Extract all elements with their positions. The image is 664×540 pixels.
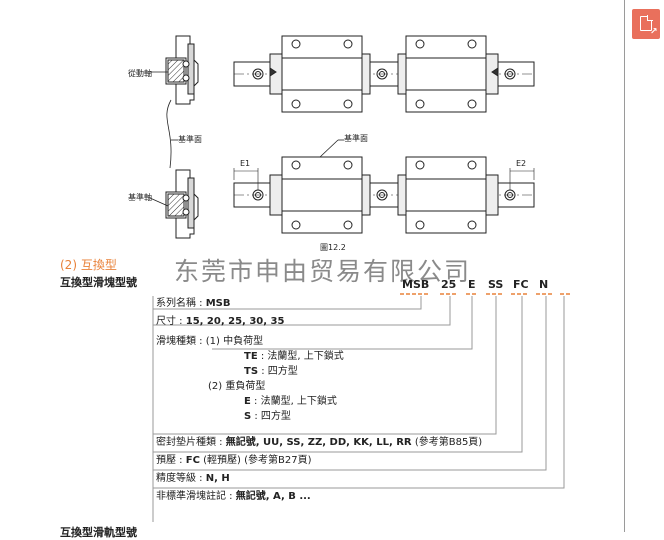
plan-view-top <box>233 35 535 113</box>
spec-preload: 預壓 : FC (輕預壓) (參考第B27頁) <box>156 455 312 466</box>
section-heading: (2) 互換型 <box>60 256 117 273</box>
spec-series: 系列名稱 : MSB <box>156 298 231 309</box>
spec-block-type-2: (2) 重負荷型 <box>208 381 266 392</box>
watermark-text: 东莞市申由贸易有限公司 <box>174 257 472 286</box>
code-part-preload: FC <box>513 278 529 291</box>
section-subtitle: 互換型滑塊型號 <box>60 276 137 289</box>
figure-caption: 圖12.2 <box>320 243 346 252</box>
code-part-seal: SS <box>488 278 504 291</box>
datum-axis-label: 基準軸 <box>128 193 152 202</box>
document-export-icon[interactable]: ↗ <box>632 9 660 39</box>
spec-block-type: 滑塊種類 : (1) 中負荷型 <box>156 336 264 347</box>
spec-s: S : 四方型 <box>244 411 291 422</box>
spec-seal: 密封墊片種類 : 無記號, UU, SS, ZZ, DD, KK, LL, RR… <box>156 437 483 448</box>
spec-accuracy: 精度等級 : N, H <box>156 473 230 484</box>
code-part-series: MSB <box>402 278 430 291</box>
plan-view-bottom <box>233 139 535 234</box>
technical-drawing: 從動軸 基準軸 基準面 基準面 E1 E2 圖12.2 <box>0 0 620 258</box>
e1-label: E1 <box>240 159 251 168</box>
next-section-heading: 互換型滑軌型號 <box>60 526 137 539</box>
section-title: 互換型 <box>80 258 117 272</box>
code-part-block: E <box>468 278 476 291</box>
linear-guide-drawing <box>149 35 535 239</box>
spec-te: TE : 法蘭型, 上下鎖式 <box>244 351 344 362</box>
spec-ts: TS : 四方型 <box>244 366 298 377</box>
e2-label: E2 <box>516 159 527 168</box>
spec-nonstd: 非標準滑塊註記 : 無記號, A, B ... <box>156 491 311 502</box>
section-number: (2) <box>60 258 77 272</box>
cross-section-driven <box>165 35 199 105</box>
spec-size: 尺寸 : 15, 20, 25, 30, 35 <box>156 316 285 327</box>
datum-face-label-left: 基準面 <box>178 135 202 144</box>
page-border-line <box>624 0 625 532</box>
code-connector-lines <box>152 293 572 522</box>
datum-face-label-top: 基準面 <box>344 134 368 143</box>
spec-e: E : 法蘭型, 上下鎖式 <box>244 396 337 407</box>
cross-section-datum <box>165 169 199 239</box>
code-part-nonstd: N <box>539 278 549 291</box>
code-part-size: 25 <box>441 278 457 291</box>
driven-axis-label: 從動軸 <box>128 69 152 78</box>
